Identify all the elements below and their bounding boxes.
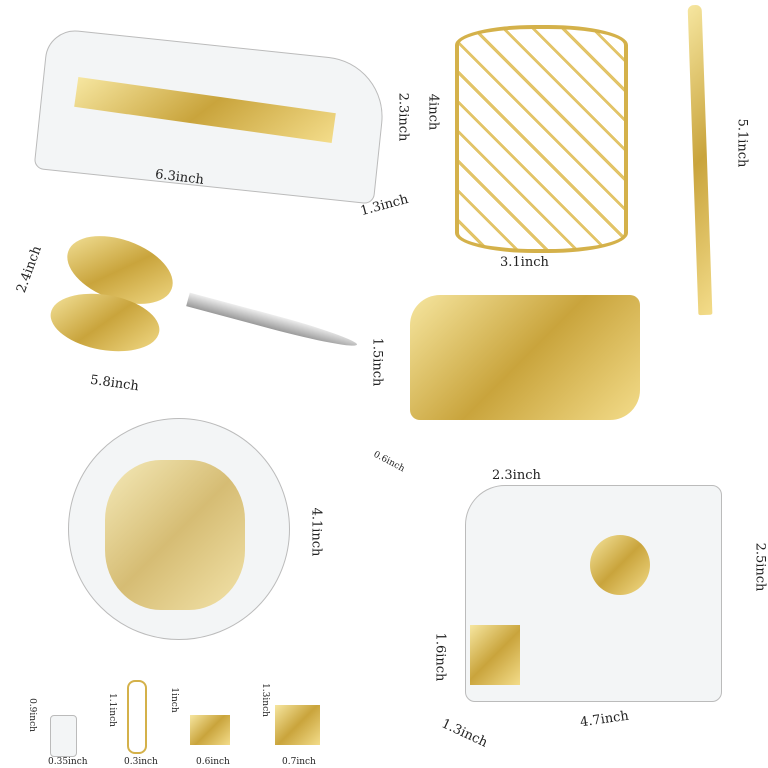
dispenser-height-label: 2.5inch — [752, 542, 768, 592]
scissors-width-label: 2.4inch — [14, 243, 45, 296]
pen-holder — [455, 25, 628, 253]
clip-width-label: 0.3inch — [124, 757, 158, 767]
scissors — [45, 222, 359, 390]
dispenser-width-label: 1.3inch — [439, 716, 490, 751]
large-binder-clip — [275, 705, 320, 745]
large-binder-width-label: 0.7inch — [282, 757, 316, 767]
tape-front — [470, 625, 520, 685]
staple-remover — [410, 295, 640, 420]
remover-height-label: 1.5inch — [369, 337, 385, 387]
pin-height-label: 0.9inch — [27, 698, 37, 732]
large-binder-height-label: 1.3inch — [260, 683, 270, 717]
clips — [105, 460, 245, 610]
push-pin — [50, 715, 77, 757]
small-binder-height-label: 1inch — [169, 687, 179, 713]
pen-length-label: 5.1inch — [734, 118, 750, 168]
small-binder-clip — [190, 715, 230, 745]
dispenser-front-height-label: 1.6inch — [432, 632, 448, 682]
remover-width-label: 0.6inch — [371, 449, 407, 475]
small-binder-width-label: 0.6inch — [196, 757, 230, 767]
clip-height-label: 1.1inch — [107, 693, 117, 727]
dispenser-length-label: 4.7inch — [579, 708, 630, 731]
holder-diameter-label: 3.1inch — [500, 255, 549, 270]
holder-height-label: 4inch — [425, 93, 441, 131]
stapler-height-label: 2.3inch — [395, 92, 411, 142]
box-diameter-label: 4.1inch — [308, 507, 324, 557]
pin-width-label: 0.35inch — [48, 757, 88, 767]
pen — [687, 4, 713, 316]
tape-roll — [590, 535, 650, 595]
remover-length-label: 2.3inch — [492, 468, 541, 483]
paper-clip — [127, 680, 147, 754]
